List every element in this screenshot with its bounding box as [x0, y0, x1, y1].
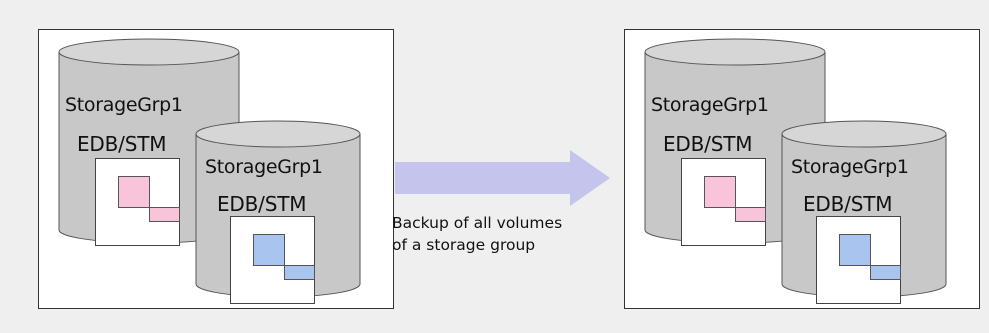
- volume-box: [230, 216, 315, 304]
- backup-arrow-icon: [395, 150, 610, 206]
- caption-line-1: Backup of all volumes: [392, 214, 563, 232]
- volume-b: [284, 265, 315, 280]
- caption-line-2: of a storage group: [392, 236, 536, 254]
- volume-b: [735, 207, 766, 222]
- edb-stm-label: EDB/STM: [803, 192, 893, 216]
- edb-stm-label: EDB/STM: [77, 132, 167, 156]
- storage-group-label: StorageGrp1: [205, 156, 323, 178]
- edb-stm-label: EDB/STM: [217, 192, 307, 216]
- storage-group-label: StorageGrp1: [791, 156, 909, 178]
- volume-a: [118, 176, 150, 208]
- source-panel: StorageGrp1 EDB/STM StorageGrp1 EDB/STM: [38, 29, 394, 309]
- volume-box: [95, 158, 180, 246]
- target-panel: StorageGrp1 EDB/STM StorageGrp1 EDB/STM: [624, 29, 980, 309]
- volume-box: [816, 216, 901, 304]
- edb-stm-label: EDB/STM: [663, 132, 753, 156]
- backup-caption: Backup of all volumes of a storage group: [392, 212, 562, 256]
- storage-group-label: StorageGrp1: [651, 94, 769, 116]
- volume-a: [839, 234, 871, 266]
- volume-b: [149, 207, 180, 222]
- storage-group-label: StorageGrp1: [65, 94, 183, 116]
- volume-box: [681, 158, 766, 246]
- volume-a: [704, 176, 736, 208]
- volume-b: [870, 265, 901, 280]
- volume-a: [253, 234, 285, 266]
